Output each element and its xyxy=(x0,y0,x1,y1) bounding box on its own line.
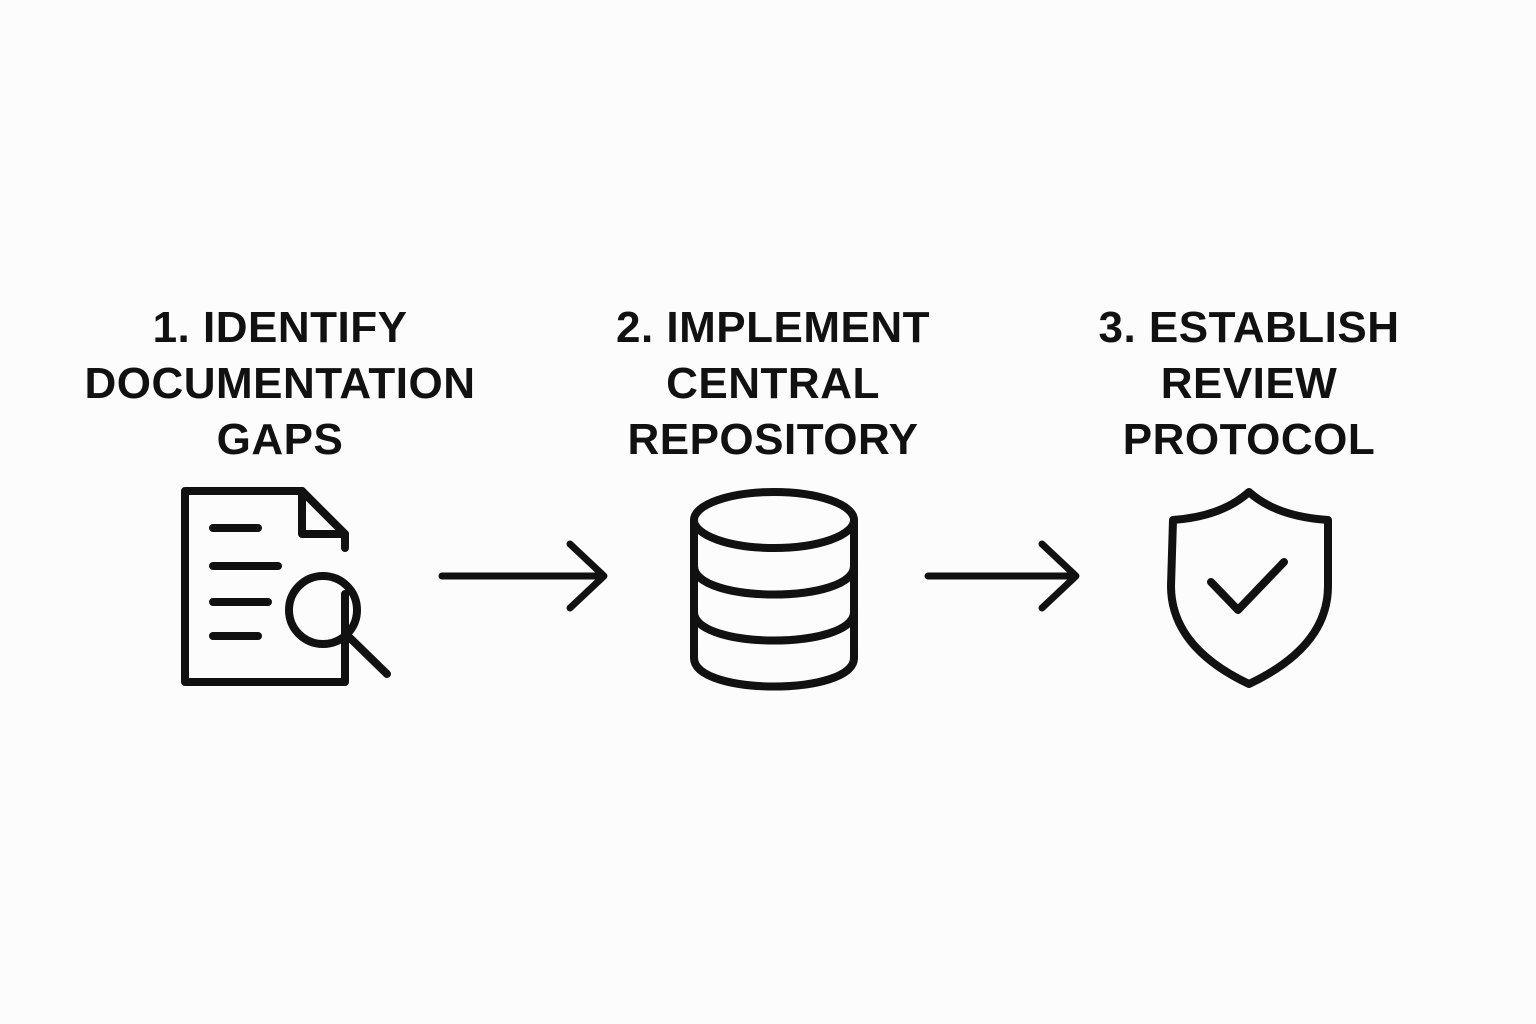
step-3-title-line-3: PROTOCOL xyxy=(1122,415,1376,464)
step-2-title-line-3: REPOSITORY xyxy=(627,415,919,464)
step-2-title-line-2: CENTRAL xyxy=(666,359,880,408)
document-search-icon xyxy=(181,487,391,686)
step-1-title-line-1: 1. IDENTIFY xyxy=(152,303,408,352)
step-1-title-line-3: GAPS xyxy=(216,415,344,464)
step-2-title: 2. IMPLEMENT CENTRAL REPOSITORY xyxy=(543,300,1003,468)
step-3-title: 3. ESTABLISH REVIEW PROTOCOL xyxy=(1019,300,1479,468)
shield-check-icon xyxy=(1167,488,1332,688)
step-3-title-line-1: 3. ESTABLISH xyxy=(1098,303,1400,352)
arrow-right-icon xyxy=(924,540,1080,612)
step-1-title-line-2: DOCUMENTATION xyxy=(84,359,476,408)
database-icon xyxy=(690,488,858,691)
step-3-title-line-2: REVIEW xyxy=(1160,359,1338,408)
step-1-title: 1. IDENTIFY DOCUMENTATION GAPS xyxy=(50,300,510,468)
step-2-title-line-1: 2. IMPLEMENT xyxy=(615,303,931,352)
arrow-right-icon xyxy=(438,540,608,612)
